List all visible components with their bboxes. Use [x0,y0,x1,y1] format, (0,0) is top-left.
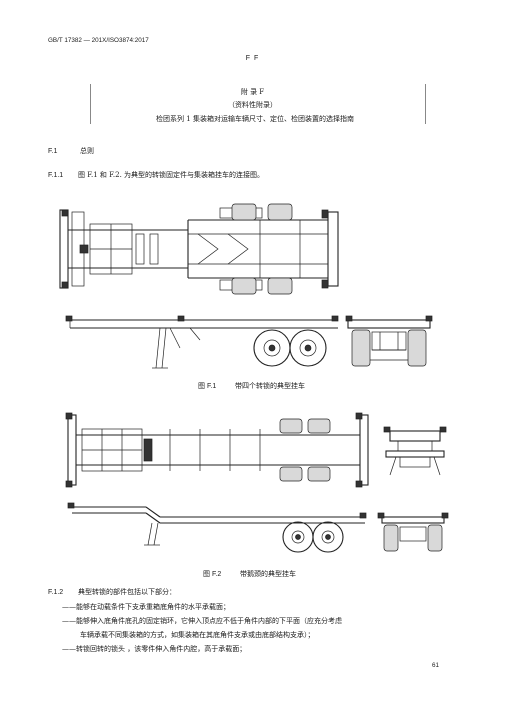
list-item: ——能够伸入底角件底孔的固定销环，它伸入顶点应不低于角件内部的下平面（应充分考虑 [62,617,342,625]
tire-group-left [231,203,293,295]
gooseneck-front-view [383,426,447,476]
figure-f2-label: 图 F.2 [203,571,222,578]
annex-right-rule [425,84,426,124]
annex-left-rule [90,84,91,124]
annex-title: 附 录 F [240,88,265,96]
gooseneck-plan-view [65,412,369,488]
figure-f1-label: 图 F.1 [198,383,217,390]
trailer-rear-view [345,315,433,367]
figure-f2-caption: 带鹅颈的典型挂车 [240,570,296,578]
page-mark: F F [245,55,260,62]
figure-f2-drawing [65,412,449,553]
list-item: ——转锁回转的锁头 ，该零件伸入角件内腔，高于承载面； [62,645,247,653]
section-f1-number: F.1 [48,148,58,155]
section-f11-text: 图 F.1 和 F.2. 为典型的转锁固定件与集装箱挂车的连接图。 [78,171,265,179]
section-f12-number: F.1.2 [48,589,64,596]
standard-code: GB/T 17382 — 201X/ISO3874:2017 [48,37,149,44]
annex-type: （资料性附录） [228,101,277,109]
section-f12-text: 典型转锁的部件包括以下部分： [78,588,176,596]
tire-group-right [279,418,331,482]
figure-f1-drawing [59,203,433,369]
figure-f1-caption: 带四个转锁的典型挂车 [235,382,305,390]
annex-subtitle: 检团系列 1 集装箱对运输车辆尺寸、定位、检团装置的选择指南 [156,115,354,123]
trailer-side-view [65,315,339,369]
list-item: ——能够在动载条件下支承重箱底角件的水平承载面； [62,603,230,611]
page-number: 61 [432,662,440,669]
section-f1-title: 总则 [80,147,94,155]
trailer-plan-view [59,203,339,295]
list-item: 车辆承载不同集装箱的方式，如集装箱在其底角件支承或由底部结构支承）； [80,631,315,639]
gooseneck-side-view [67,502,367,553]
section-f11-number: F.1.1 [48,172,64,179]
gooseneck-rear-view [377,512,449,552]
